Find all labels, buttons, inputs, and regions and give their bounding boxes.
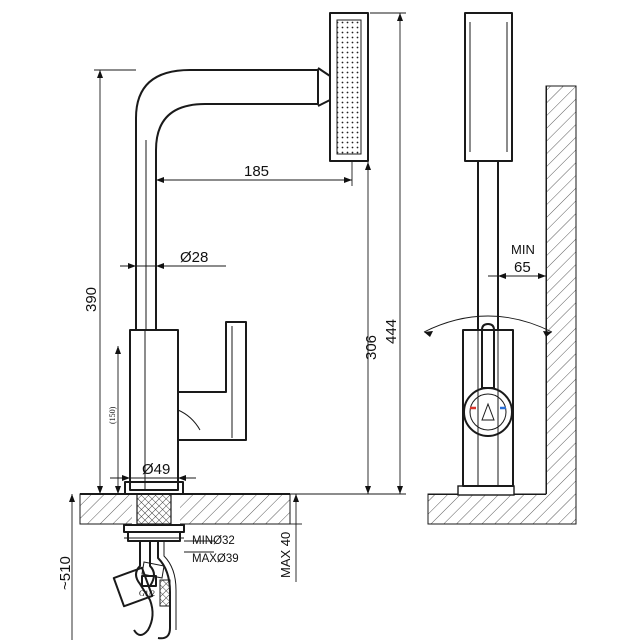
- dim-base-diameter: Ø49: [142, 461, 170, 478]
- front-view: MIN 65: [423, 12, 577, 525]
- dim-wall-clearance-label: MIN: [511, 242, 535, 257]
- dim-total-height: 390: [83, 287, 100, 312]
- spray-head-side: [329, 12, 369, 162]
- handle-disc: [463, 387, 513, 437]
- dim-base-to-spout: 306: [363, 335, 380, 360]
- dim-hole-min: MINØ32: [192, 535, 235, 547]
- dim-spout-reach: 185: [244, 163, 269, 180]
- thread-label: G1/2: [139, 589, 155, 598]
- side-view: G1/2 185 Ø28 390 (150) Ø49 306: [57, 12, 406, 640]
- supply-hoses: [112, 541, 177, 640]
- rotation-arc: [423, 315, 553, 333]
- wall-countertop-right: [427, 85, 577, 525]
- faucet-body-front: [462, 329, 514, 487]
- dim-spout-diameter: Ø28: [180, 249, 208, 266]
- dim-overall-height: 444: [383, 319, 400, 344]
- spray-head-front: [464, 12, 513, 162]
- dim-body-height: (150): [108, 406, 117, 424]
- lever-side: [178, 321, 247, 441]
- dim-wall-clearance-value: 65: [514, 259, 531, 276]
- dim-max-thickness: MAX 40: [278, 532, 293, 578]
- countertop-left: [79, 493, 291, 525]
- threaded-shank: [136, 493, 172, 525]
- dim-hole-max: MAXØ39: [192, 553, 239, 565]
- dim-hose-length: ~510: [57, 556, 74, 590]
- spout-outline: [135, 69, 319, 330]
